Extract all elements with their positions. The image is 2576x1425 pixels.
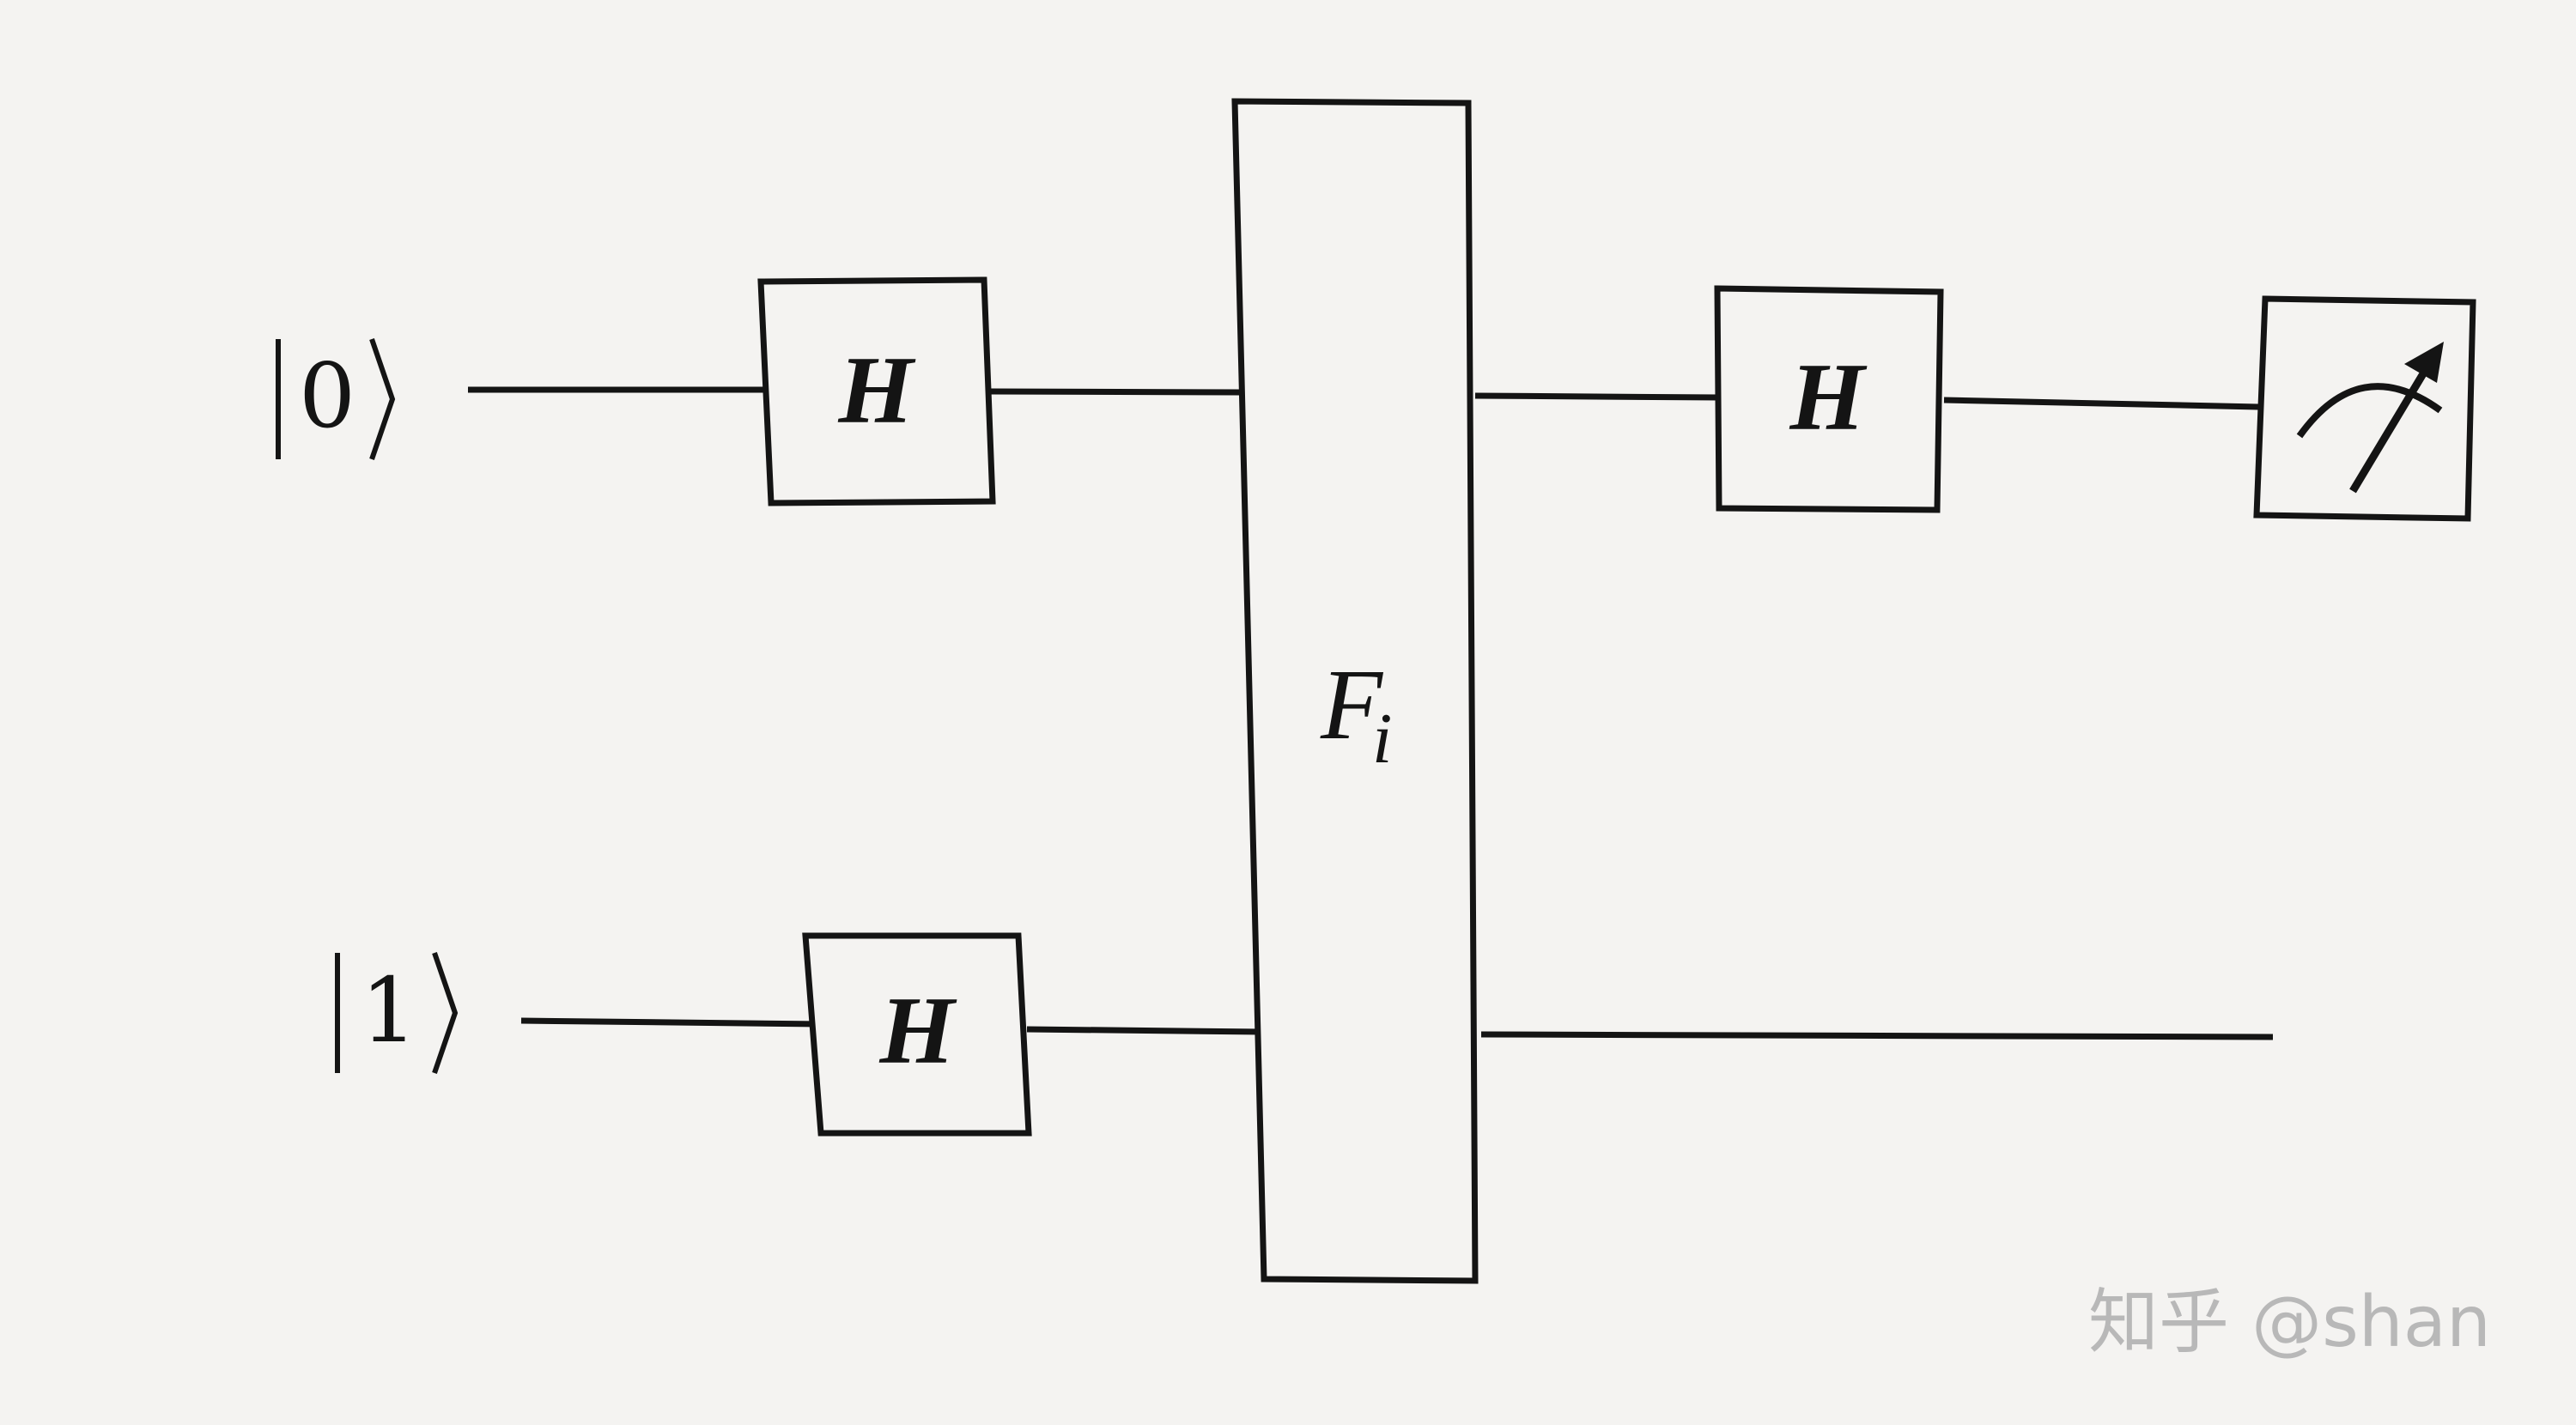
wire-bottom-to-oracle [1026,1026,1263,1035]
oracle-label: F [1320,648,1384,761]
hadamard-gate-top-2: H [1714,285,1944,513]
ket-zero-label: 0 [276,338,396,460]
wire-top-to-oracle [990,388,1242,396]
hadamard-label: H [1789,344,1867,451]
wire-bottom-input [520,1017,823,1028]
watermark-text: 知乎 @shan [2088,1282,2491,1363]
wire-top-to-meter [1943,397,2259,410]
ket-one-digit: 1 [361,958,417,1063]
oracle-gate: F i [1231,98,1479,1284]
hadamard-label: H [837,337,915,444]
ket-one-label: 1 [335,952,459,1074]
wire-bottom-output [1480,1031,2274,1040]
wire-top-from-oracle [1474,392,1720,401]
hadamard-gate-top-1: H [757,276,996,506]
qubit-wire-top [468,386,2259,410]
qubit-wire-bottom [520,1017,2274,1040]
measurement-meter-icon [2253,295,2476,522]
ket-zero-digit: 0 [299,343,355,448]
hadamard-label: H [878,978,957,1084]
oracle-letter: F [1320,648,1384,761]
oracle-subscript: i [1372,699,1392,779]
hadamard-gate-bottom: H [802,932,1032,1137]
